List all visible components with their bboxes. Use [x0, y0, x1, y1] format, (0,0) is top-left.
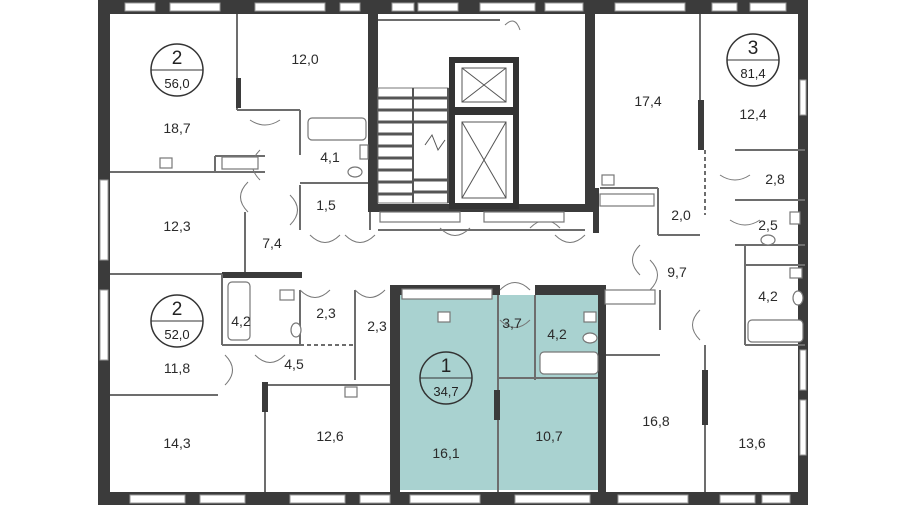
apartment-badge-81[interactable]: 3 81,4	[726, 33, 780, 87]
apartment-area: 52,0	[164, 327, 189, 342]
bathtub-icon	[307, 117, 367, 141]
utility-counter	[483, 211, 565, 223]
room-area-label: 12,4	[739, 106, 766, 122]
kitchen-counter	[599, 193, 655, 207]
apartment-1-room-10-7-fill	[498, 375, 602, 490]
apartment-rooms: 1	[441, 356, 452, 377]
apartment-badge-56[interactable]: 2 56,0	[150, 43, 204, 97]
sink-icon	[279, 289, 295, 301]
kitchen-counter	[401, 288, 493, 300]
sink-icon	[789, 267, 803, 279]
toilet-icon	[290, 322, 302, 338]
room-area-label: 2,5	[758, 217, 778, 233]
stairs	[377, 87, 449, 204]
apartment-area: 34,7	[433, 384, 458, 399]
room-area-label: 1,5	[316, 197, 336, 213]
sink-icon	[359, 144, 369, 160]
highlighted-apartment[interactable]	[400, 295, 602, 490]
room-area-label: 12,6	[316, 428, 343, 444]
apartment-badge-52[interactable]: 2 52,0	[150, 294, 204, 348]
toilet-icon	[760, 234, 776, 246]
room-area-label: 3,7	[502, 315, 522, 331]
doors	[224, 20, 761, 386]
room-area-label: 9,7	[667, 264, 687, 280]
bathtub-icon	[747, 319, 804, 343]
sink-icon	[583, 311, 597, 323]
apartment-area: 81,4	[740, 66, 765, 81]
bathtub-icon	[227, 281, 251, 341]
kitchen-sink-icon	[344, 386, 358, 398]
room-area-label: 10,7	[535, 428, 562, 444]
room-area-label: 2,8	[765, 171, 785, 187]
room-area-label: 4,2	[231, 313, 251, 329]
room-area-label: 4,1	[320, 149, 340, 165]
room-area-label: 4,2	[547, 326, 567, 342]
toilet-icon	[347, 166, 363, 178]
room-area-label: 4,5	[284, 356, 304, 372]
toilet-icon	[582, 332, 598, 344]
bathtub-icon	[539, 351, 599, 375]
apartment-area: 56,0	[164, 76, 189, 91]
room-area-label: 16,1	[432, 445, 459, 461]
elevator-small	[449, 57, 519, 113]
apartment-badge-34[interactable]: 1 34,7	[419, 351, 473, 405]
room-area-label: 4,2	[758, 288, 778, 304]
room-area-label: 11,8	[164, 360, 190, 376]
room-area-label: 12,3	[163, 218, 190, 234]
utility-counter	[379, 211, 461, 223]
room-area-label: 14,3	[163, 435, 190, 451]
room-area-label: 7,4	[262, 235, 282, 251]
kitchen-sink-icon	[601, 174, 615, 186]
apartment-rooms: 2	[172, 48, 183, 69]
room-area-label: 12,0	[291, 51, 318, 67]
room-area-label: 18,7	[163, 120, 190, 136]
top-windows	[124, 2, 787, 12]
room-labels: 18,7 12,0 4,1 1,5 12,3 7,4 17,4 12,4 2,8…	[163, 51, 785, 461]
kitchen-counter	[604, 289, 656, 305]
room-area-label: 16,8	[642, 413, 669, 429]
kitchen-counter	[221, 156, 259, 170]
room-area-label: 13,6	[738, 435, 765, 451]
room-area-label: 17,4	[634, 93, 661, 109]
kitchen-sink-icon	[437, 311, 451, 323]
sink-icon	[789, 211, 801, 225]
room-area-label: 2,0	[671, 207, 691, 223]
bottom-windows	[129, 494, 791, 504]
room-area-label: 2,3	[367, 318, 387, 334]
room-area-label: 2,3	[316, 305, 336, 321]
apartment-rooms: 3	[748, 38, 759, 59]
kitchen-sink-icon	[159, 157, 173, 169]
elevator-large	[449, 109, 519, 209]
toilet-icon	[792, 290, 804, 306]
stair-core	[377, 57, 519, 209]
apartment-rooms: 2	[172, 299, 183, 320]
fixtures	[159, 117, 804, 398]
side-windows	[99, 79, 807, 456]
